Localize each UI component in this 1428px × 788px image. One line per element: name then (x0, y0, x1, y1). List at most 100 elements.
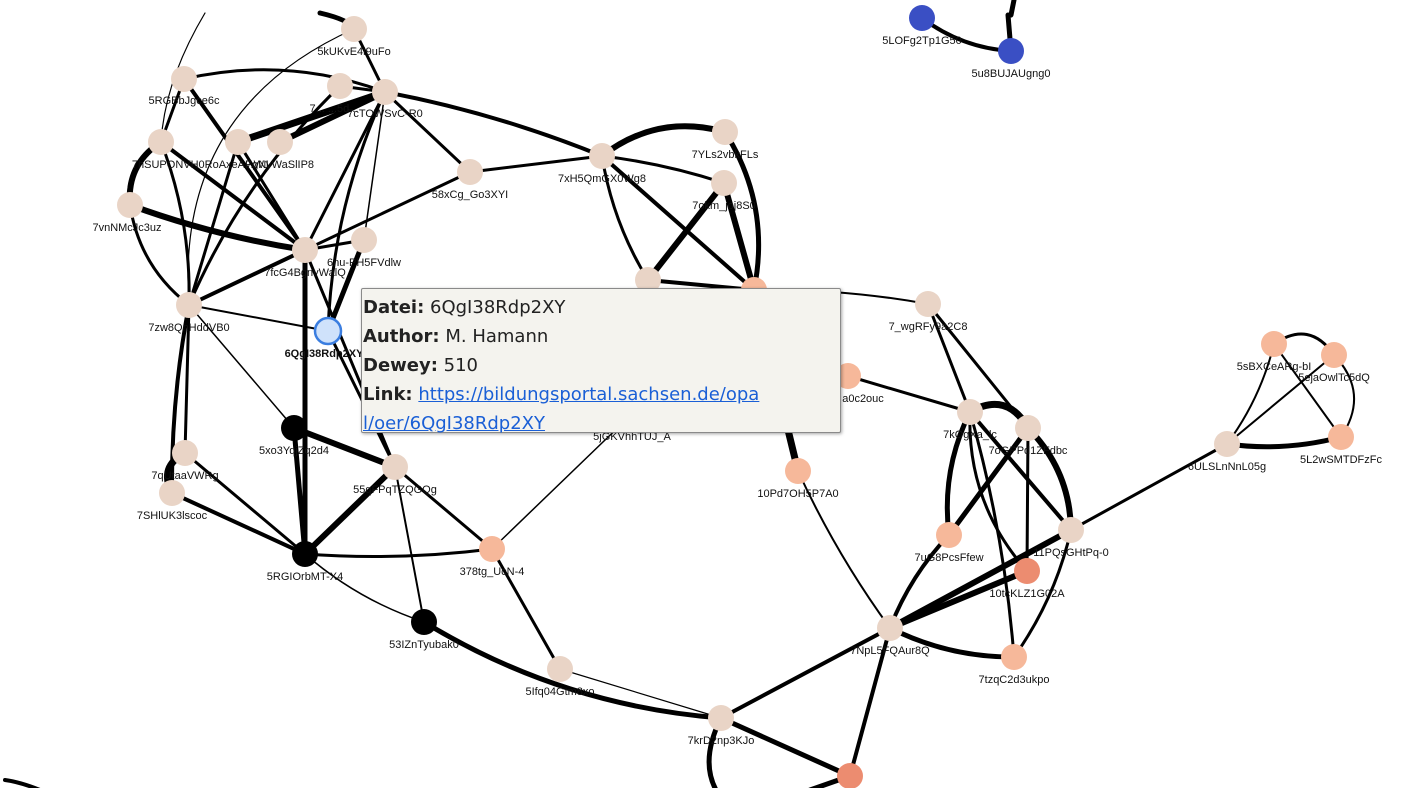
graph-edge (968, 410, 1016, 659)
graph-node[interactable] (1328, 424, 1354, 450)
node-label: 58xCg_Go3XYI (432, 189, 508, 201)
graph-edge (303, 547, 494, 559)
graph-node[interactable] (292, 541, 318, 567)
graph-node[interactable] (712, 119, 738, 145)
node-label: 378tg_UcN-4 (460, 566, 525, 578)
graph-edge (944, 409, 973, 538)
graph-node[interactable] (341, 16, 367, 42)
graph-node[interactable] (176, 292, 202, 318)
node-label: 5jGKVhhTUJ_A (593, 431, 671, 443)
graph-node[interactable] (171, 66, 197, 92)
graph-node[interactable] (267, 129, 293, 155)
graph-edge (182, 77, 307, 252)
graph-edge (291, 425, 308, 557)
node-label: 7gNyWaSlIP8 (246, 159, 314, 171)
tooltip-link-row: Link: https://bildungsportal.sachsen.de/… (363, 380, 763, 438)
graph-edge (363, 91, 386, 241)
tooltip-file-label: Datei: (363, 297, 425, 318)
graph-node[interactable] (635, 267, 661, 293)
node-label: 55qFPqTZQGQg (353, 484, 437, 496)
tooltip-dewey-value: 510 (443, 355, 479, 376)
graph-edge (187, 248, 307, 307)
graph-edge (394, 466, 425, 623)
graph-node[interactable] (547, 656, 573, 682)
node-label: 5Ifq04Gtm8xo (525, 686, 594, 698)
graph-node[interactable] (1321, 342, 1347, 368)
graph-edge (600, 154, 726, 185)
graph-edge (127, 202, 308, 253)
node-label: 5RGBbJgce6c (149, 95, 220, 107)
tooltip-file-row: Datei: 6QgI38Rdp2XY (363, 293, 839, 322)
graph-node[interactable] (372, 79, 398, 105)
graph-node[interactable] (479, 536, 505, 562)
graph-node[interactable] (148, 129, 174, 155)
node-label: 7NpL5FQAur8Q (850, 645, 930, 657)
graph-node[interactable] (708, 705, 734, 731)
graph-node[interactable] (877, 615, 903, 641)
graph-node[interactable] (1014, 558, 1040, 584)
graph-edge (848, 626, 892, 778)
node-label: 7uG8PcsFfew (914, 552, 983, 564)
graph-node[interactable] (327, 73, 353, 99)
graph-node[interactable] (1015, 415, 1041, 441)
graph-node[interactable] (785, 458, 811, 484)
tooltip-author-value: M. Hamann (445, 326, 549, 347)
node-label: 11PQsGHtPq-0 (1033, 547, 1109, 559)
node-label: 10tcKLZ1G02A (989, 588, 1065, 600)
graph-node[interactable] (1261, 331, 1287, 357)
node-label: 7okm_joj8S0 (692, 200, 756, 212)
graph-node[interactable] (1001, 644, 1027, 670)
graph-node[interactable] (159, 480, 185, 506)
graph-edge (846, 374, 972, 414)
graph-node[interactable] (411, 609, 437, 635)
node-label: 7krD2np3KJo (688, 735, 755, 747)
graph-node[interactable] (281, 415, 307, 441)
node-label: 5u8BUJAUgng0 (972, 68, 1051, 80)
graph-node[interactable] (117, 192, 143, 218)
node-label: 53IZnTyubak0 (389, 639, 459, 651)
tooltip-dewey-label: Dewey: (363, 355, 438, 376)
graph-node[interactable] (957, 399, 983, 425)
graph-node[interactable] (225, 129, 251, 155)
graph-edge (797, 470, 891, 629)
graph-node[interactable] (292, 237, 318, 263)
graph-node[interactable] (172, 440, 198, 466)
graph-node[interactable] (909, 5, 935, 31)
tooltip-link[interactable]: https://bildungsportal.sachsen.de/opal/o… (363, 384, 760, 434)
graph-edge (236, 140, 307, 252)
graph-node[interactable] (837, 763, 863, 788)
graph-node[interactable] (589, 143, 615, 169)
tooltip-author-label: Author: (363, 326, 440, 347)
graph-edge (968, 410, 1029, 573)
graph-edge (183, 451, 307, 556)
graph-edge (645, 180, 727, 283)
node-label: 6nu-PH5FVdlw (327, 257, 401, 269)
graph-node[interactable] (936, 522, 962, 548)
graph-node[interactable] (711, 170, 737, 196)
graph-edge (1012, 528, 1073, 659)
graph-node[interactable] (382, 454, 408, 480)
node-label: 5kUKvE4i9uFo (317, 46, 390, 58)
graph-edge (600, 154, 756, 292)
graph-edge (559, 668, 722, 719)
graph-node[interactable] (998, 38, 1024, 64)
graph-node[interactable] (313, 316, 343, 346)
graph-edge (302, 464, 398, 557)
graph-edge (3, 778, 41, 788)
graph-edge (326, 90, 387, 333)
graph-node[interactable] (835, 363, 861, 389)
graph-edge (383, 90, 604, 158)
graph-node[interactable] (351, 227, 377, 253)
graph-edge (719, 626, 892, 720)
graph-edge (187, 84, 342, 307)
node-label: 7kOgXa_lc (943, 429, 997, 441)
graph-node[interactable] (915, 291, 941, 317)
graph-node[interactable] (1214, 431, 1240, 457)
graph-edge (393, 465, 494, 551)
node-label: 10Pd7OH5P7A0 (757, 488, 838, 500)
graph-node[interactable] (1058, 517, 1084, 543)
graph-node[interactable] (457, 159, 483, 185)
graph-edge (325, 237, 367, 334)
graph-edge (304, 553, 425, 623)
